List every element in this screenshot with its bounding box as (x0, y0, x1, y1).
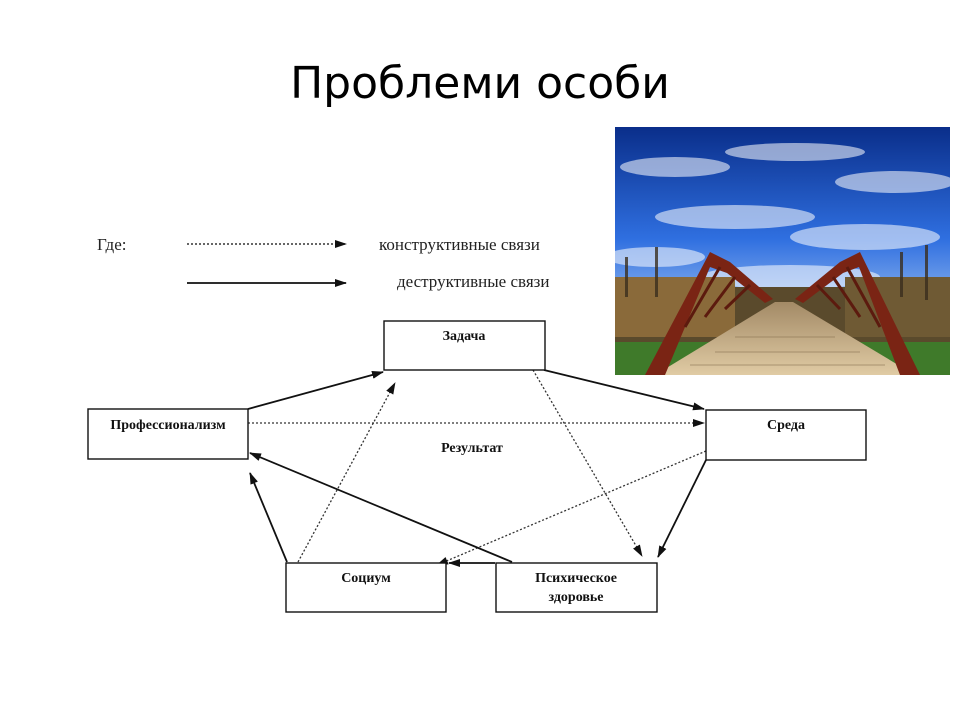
node-professionalism: Профессионализм (87, 408, 249, 460)
node-society: Социум (285, 562, 447, 613)
slide-title: Проблеми особи (290, 58, 670, 109)
constructive-links (248, 369, 707, 566)
result-label: Результат (441, 441, 503, 456)
link-environment-health (657, 459, 707, 558)
node-society-label: Социум (341, 571, 391, 586)
node-task-label: Задача (443, 329, 486, 344)
node-environment: Среда (705, 409, 867, 461)
node-health-label-line1: Психическое (535, 571, 617, 586)
node-task: Задача (383, 320, 546, 371)
link-society-professionalism (249, 472, 288, 563)
link-task-environment (543, 369, 705, 411)
link-health-professionalism (249, 452, 513, 563)
destructive-links (247, 369, 707, 567)
link-environment-society (436, 450, 707, 566)
node-environment-label: Среда (767, 418, 805, 433)
legend: Где: конструктивные связи деструктивные … (97, 235, 549, 291)
node-health-label-line2: здоровье (548, 590, 603, 605)
link-society-task (297, 382, 396, 563)
link-task-health (532, 369, 643, 557)
legend-where-label: Где: (97, 235, 126, 254)
legend-destructive-label: деструктивные связи (397, 272, 549, 291)
link-professionalism-task (247, 371, 384, 410)
node-health: Психическое здоровье (495, 562, 658, 613)
bridge-photo (615, 127, 950, 375)
node-professionalism-label: Профессионализм (110, 418, 226, 433)
legend-constructive-label: конструктивные связи (379, 235, 540, 254)
